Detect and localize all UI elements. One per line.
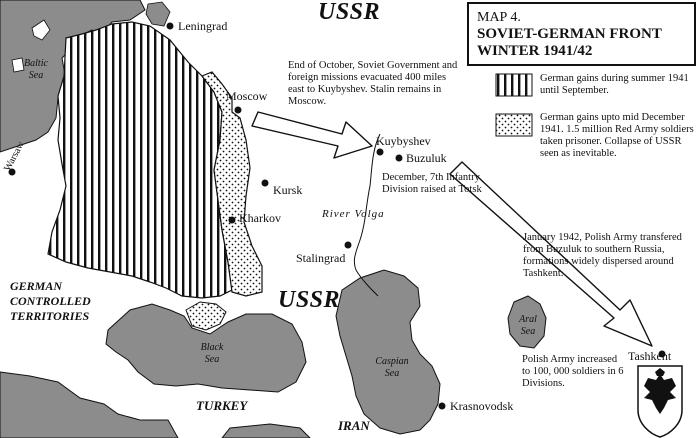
evacuation-arrow bbox=[251, 111, 373, 159]
stalingrad-dot bbox=[344, 241, 352, 249]
legend-summer-gains: German gains during summer 1941 until Se… bbox=[540, 73, 689, 96]
warsaw-dot bbox=[8, 168, 16, 176]
city-stalingrad: Stalingrad bbox=[296, 251, 346, 265]
region-german-line2: CONTROLLED bbox=[10, 294, 91, 308]
legend-swatch-summer bbox=[495, 73, 533, 97]
caspian-sea-label: Caspian Sea bbox=[375, 356, 409, 379]
black-sea bbox=[105, 303, 307, 393]
note-evacuation: End of October, Soviet Government and fo… bbox=[288, 60, 458, 107]
city-kuybyshev: Kuybyshev bbox=[376, 134, 431, 148]
city-kharkov: Kharkov bbox=[239, 211, 281, 225]
city-tashkent: Tashkent bbox=[628, 349, 672, 363]
aral-sea-label: Aral Sea bbox=[519, 314, 537, 337]
caspian-sea bbox=[335, 269, 441, 435]
eastern-med bbox=[221, 423, 311, 438]
polish-army-arrow bbox=[449, 161, 653, 347]
moscow-dot bbox=[234, 106, 242, 114]
region-ussr-north: USSR bbox=[318, 0, 381, 25]
city-leningrad: Leningrad bbox=[178, 19, 228, 33]
volga-river bbox=[353, 133, 381, 297]
krasnovodsk-dot bbox=[438, 402, 446, 410]
crimea-gains bbox=[185, 301, 227, 331]
lake-ladoga bbox=[145, 1, 171, 27]
map-title: SOVIET-GERMAN FRONT bbox=[477, 26, 662, 42]
region-turkey: TURKEY bbox=[196, 398, 248, 413]
region-german-line3: TERRITORIES bbox=[10, 309, 90, 323]
black-sea-label: Black Sea bbox=[200, 342, 224, 365]
volga-river-label: River Volga bbox=[322, 208, 385, 220]
map-subtitle: WINTER 1941/42 bbox=[477, 43, 593, 59]
baltic-sea-label: Baltic Sea bbox=[24, 58, 48, 81]
kuybyshev-dot bbox=[376, 148, 384, 156]
aegean-sea bbox=[0, 371, 179, 438]
december-gains-area bbox=[201, 71, 263, 297]
aral-sea bbox=[507, 295, 547, 349]
legend-december-gains: German gains upto mid December 1941. 1.5… bbox=[540, 112, 694, 159]
map-number: MAP 4. bbox=[477, 10, 521, 25]
region-iran: IRAN bbox=[338, 418, 370, 433]
legend-swatch-december bbox=[495, 113, 533, 137]
buzuluk-dot bbox=[395, 154, 403, 162]
map-title-box: MAP 4. SOVIET-GERMAN FRONT WINTER 1941/4… bbox=[467, 2, 696, 66]
region-ussr-south: USSR bbox=[278, 287, 341, 313]
baltic-islands bbox=[11, 19, 51, 73]
kursk-dot bbox=[261, 179, 269, 187]
city-kursk: Kursk bbox=[273, 183, 303, 197]
city-buzuluk: Buzuluk bbox=[406, 151, 447, 165]
note-polish-army-transfer: January 1942, Polish Army transfered fro… bbox=[523, 232, 682, 279]
city-krasnovodsk: Krasnovodsk bbox=[450, 399, 514, 413]
city-moscow: Moscow bbox=[226, 89, 268, 103]
summer-gains-area bbox=[47, 21, 233, 299]
tashkent-dot bbox=[658, 350, 666, 358]
leningrad-dot bbox=[166, 22, 174, 30]
note-polish-army-increase: Polish Army increased to 100, 000 soldie… bbox=[522, 354, 624, 389]
polish-eagle-emblem-icon bbox=[637, 365, 683, 438]
region-german-line1: GERMAN bbox=[10, 279, 63, 293]
kharkov-dot bbox=[228, 216, 236, 224]
note-infantry-division: December, 7th Infantry Division raised a… bbox=[382, 172, 482, 195]
